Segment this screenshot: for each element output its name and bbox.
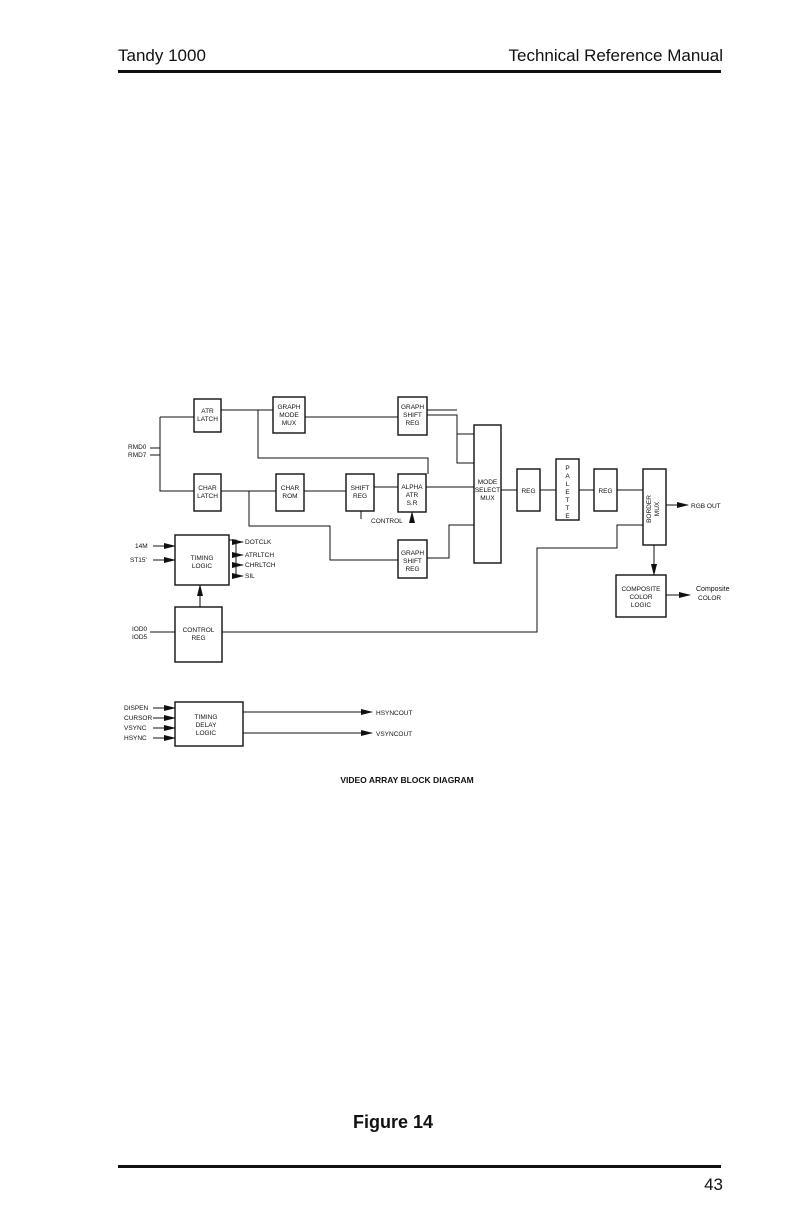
signal-iod0: IOD0 bbox=[132, 626, 148, 633]
graph-shift-reg-top-label-2: SHIFT bbox=[403, 412, 422, 419]
graph-shift-reg-top-label-1: GRAPH bbox=[401, 404, 424, 411]
signal-color: COLOR bbox=[698, 595, 721, 602]
control-reg-label-1: CONTROL bbox=[183, 627, 215, 634]
alpha-atr-sr-block: ALPHA ATR S.R bbox=[397, 473, 427, 513]
mode-select-mux-block: MODE SELECT MUX bbox=[473, 424, 502, 564]
timing-delay-label-2: DELAY bbox=[196, 722, 217, 729]
atr-latch-label-2: LATCH bbox=[197, 416, 218, 423]
figure-label: Figure 14 bbox=[352, 1112, 434, 1132]
control-reg-block: CONTROL REG bbox=[174, 606, 223, 663]
signal-labels: RMD0 RMD7 CONTROL 14M ST15' DOTCLK ATRLT… bbox=[124, 444, 730, 742]
signal-iod5: IOD5 bbox=[132, 634, 148, 641]
char-latch-label-1: CHAR bbox=[198, 485, 217, 492]
shift-reg-label-1: SHIFT bbox=[351, 485, 370, 492]
atr-latch-block: ATR LATCH bbox=[193, 398, 222, 433]
signal-control: CONTROL bbox=[371, 518, 403, 525]
alpha-atr-label-3: S.R bbox=[407, 500, 418, 507]
timing-delay-logic-block: TIMING DELAY LOGIC bbox=[174, 701, 244, 747]
connection-lines bbox=[150, 409, 691, 741]
graph-shift-reg-top-label-3: REG bbox=[405, 420, 419, 427]
graph-mode-mux-label-2: MODE bbox=[279, 412, 299, 419]
mode-select-mux-label-2: SELECT bbox=[475, 487, 500, 494]
atr-latch-label-1: ATR bbox=[201, 408, 214, 415]
char-rom-label-1: CHAR bbox=[281, 485, 300, 492]
signal-hsync: HSYNC bbox=[124, 735, 147, 742]
page-number: 43 bbox=[704, 1175, 723, 1194]
border-mux-label-1: BORDER bbox=[646, 495, 653, 523]
palette-letter-2: A bbox=[565, 473, 570, 480]
footer-rule bbox=[118, 1165, 721, 1168]
graph-shift-reg-top-block: GRAPH SHIFT REG bbox=[397, 396, 428, 436]
reg-2-block: REG bbox=[593, 468, 618, 512]
palette-letter-6: T bbox=[566, 505, 570, 512]
header-title-left: Tandy 1000 bbox=[118, 46, 206, 65]
timing-delay-label-3: LOGIC bbox=[196, 730, 217, 737]
reg-1-label: REG bbox=[521, 488, 535, 495]
signal-st15: ST15' bbox=[130, 557, 147, 564]
mode-select-mux-label-1: MODE bbox=[478, 479, 498, 486]
signal-vsyncout: VSYNCOUT bbox=[376, 731, 412, 738]
timing-logic-block: TIMING LOGIC bbox=[174, 534, 230, 586]
border-mux-block: BORDER MUX bbox=[642, 468, 667, 546]
header-rule bbox=[118, 70, 721, 73]
signal-14m: 14M bbox=[135, 543, 148, 550]
signal-composite: Composite bbox=[696, 586, 730, 593]
graph-shift-reg-bottom-label-1: GRAPH bbox=[401, 550, 424, 557]
reg-1-block: REG bbox=[516, 468, 541, 512]
timing-logic-label-2: LOGIC bbox=[192, 563, 213, 570]
control-reg-label-2: REG bbox=[191, 635, 205, 642]
char-rom-label-2: ROM bbox=[282, 493, 297, 500]
graph-shift-reg-bottom-label-3: REG bbox=[405, 566, 419, 573]
composite-logic-label-3: LOGIC bbox=[631, 602, 652, 609]
palette-block: P A L E T T E bbox=[555, 458, 580, 521]
signal-hsyncout: HSYNCOUT bbox=[376, 710, 413, 717]
palette-letter-3: L bbox=[566, 481, 570, 488]
composite-logic-label-1: COMPOSITE bbox=[621, 586, 661, 593]
signal-rmd7: RMD7 bbox=[128, 452, 147, 459]
signal-dispen: DISPEN bbox=[124, 705, 149, 712]
mode-select-mux-label-3: MUX bbox=[480, 495, 495, 502]
signal-dotclk: DOTCLK bbox=[245, 539, 272, 546]
graph-shift-reg-bottom-label-2: SHIFT bbox=[403, 558, 422, 565]
graph-mode-mux-label-3: MUX bbox=[282, 420, 297, 427]
graph-mode-mux-block: GRAPH MODE MUX bbox=[272, 396, 306, 434]
border-mux-label-2: MUX bbox=[654, 501, 661, 516]
alpha-atr-label-1: ALPHA bbox=[401, 484, 423, 491]
signal-rmd0: RMD0 bbox=[128, 444, 147, 451]
palette-letter-5: T bbox=[566, 497, 570, 504]
composite-logic-label-2: COLOR bbox=[629, 594, 652, 601]
timing-delay-label-1: TIMING bbox=[195, 714, 218, 721]
graph-shift-reg-bottom-block: GRAPH SHIFT REG bbox=[397, 539, 428, 579]
signal-cursor: CURSOR bbox=[124, 715, 152, 722]
palette-letter-7: E bbox=[565, 513, 570, 520]
graph-mode-mux-label-1: GRAPH bbox=[277, 404, 300, 411]
char-rom-block: CHAR ROM bbox=[275, 473, 305, 512]
shift-reg-label-2: REG bbox=[353, 493, 367, 500]
palette-letter-1: P bbox=[565, 465, 569, 472]
signal-atrltch: ATRLTCH bbox=[245, 552, 274, 559]
composite-color-logic-block: COMPOSITE COLOR LOGIC bbox=[615, 574, 667, 618]
alpha-atr-label-2: ATR bbox=[406, 492, 419, 499]
shift-reg-block: SHIFT REG bbox=[345, 473, 375, 512]
timing-logic-label-1: TIMING bbox=[191, 555, 214, 562]
char-latch-block: CHAR LATCH bbox=[193, 473, 222, 512]
char-latch-label-2: LATCH bbox=[197, 493, 218, 500]
reg-2-label: REG bbox=[598, 488, 612, 495]
signal-sil: SIL bbox=[245, 573, 255, 580]
palette-letter-4: E bbox=[565, 489, 570, 496]
header-title-right: Technical Reference Manual bbox=[508, 46, 723, 65]
signal-rgb-out: RGB OUT bbox=[691, 503, 721, 510]
signal-vsync: VSYNC bbox=[124, 725, 147, 732]
signal-chrltch: CHRLTCH bbox=[245, 562, 276, 569]
diagram-caption: VIDEO ARRAY BLOCK DIAGRAM bbox=[340, 775, 473, 785]
